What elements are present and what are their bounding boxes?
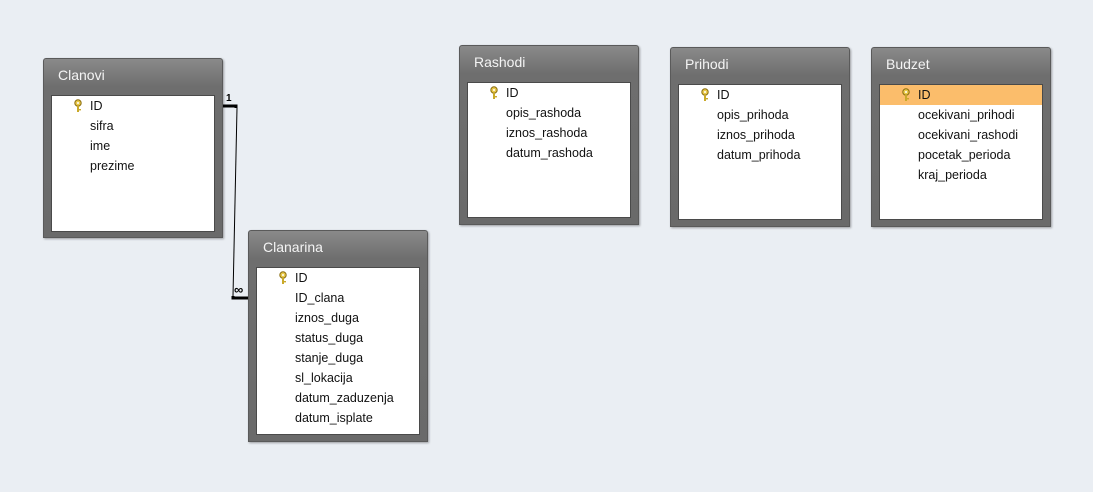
field-label: prezime — [90, 159, 135, 173]
table-budzet-title: Budzet — [886, 56, 930, 72]
field-ime[interactable]: ime — [52, 136, 214, 156]
field-id-clana[interactable]: ID_clana — [257, 288, 419, 308]
field-label: kraj_perioda — [918, 168, 987, 182]
table-rashodi[interactable]: Rashodi ID opis_rashoda iznos_rashoda da… — [459, 45, 639, 225]
field-label: iznos_prihoda — [717, 128, 795, 142]
table-budzet-fields: ID ocekivani_prihodi ocekivani_rashodi p… — [879, 84, 1043, 220]
field-id[interactable]: ID — [52, 96, 214, 116]
field-label: opis_rashoda — [506, 106, 582, 120]
field-pocetak-perioda[interactable]: pocetak_perioda — [880, 145, 1042, 165]
field-id[interactable]: ID — [257, 268, 419, 288]
field-iznos-duga[interactable]: iznos_duga — [257, 308, 419, 328]
field-label: ocekivani_prihodi — [918, 108, 1015, 122]
field-id[interactable]: ID — [880, 85, 1042, 105]
field-kraj-perioda[interactable]: kraj_perioda — [880, 165, 1042, 185]
table-rashodi-title: Rashodi — [474, 54, 526, 70]
field-label: ocekivani_rashodi — [918, 128, 1019, 142]
key-icon — [902, 88, 910, 101]
field-ocekivani-rashodi[interactable]: ocekivani_rashodi — [880, 125, 1042, 145]
key-icon — [490, 86, 498, 99]
relationship-one-label: 1 — [226, 93, 232, 104]
field-opis-prihoda[interactable]: opis_prihoda — [679, 105, 841, 125]
key-icon — [74, 99, 82, 112]
field-label: ID — [295, 271, 308, 285]
field-id[interactable]: ID — [679, 85, 841, 105]
field-label: datum_zaduzenja — [295, 391, 394, 405]
field-label: ID_clana — [295, 291, 345, 305]
field-label: sl_lokacija — [295, 371, 353, 385]
table-rashodi-fields: ID opis_rashoda iznos_rashoda datum_rash… — [467, 82, 631, 218]
table-budzet[interactable]: Budzet ID ocekivani_prihodi ocekivani_ra… — [871, 47, 1051, 227]
table-prihodi-fields: ID opis_prihoda iznos_prihoda datum_prih… — [678, 84, 842, 220]
table-clanarina[interactable]: Clanarina ID ID_clana iznos_duga status_… — [248, 230, 428, 442]
key-icon — [279, 271, 287, 284]
field-datum-zaduzenja[interactable]: datum_zaduzenja — [257, 388, 419, 408]
field-label: iznos_rashoda — [506, 126, 588, 140]
table-clanovi-title: Clanovi — [58, 67, 105, 83]
field-label: status_duga — [295, 331, 364, 345]
field-label: iznos_duga — [295, 311, 359, 325]
field-label: datum_prihoda — [717, 148, 801, 162]
table-clanovi-fields: ID sifra ime prezime — [51, 95, 215, 232]
field-label: ID — [90, 99, 103, 113]
table-clanarina-title: Clanarina — [263, 239, 323, 255]
field-sifra[interactable]: sifra — [52, 116, 214, 136]
field-sl-lokacija[interactable]: sl_lokacija — [257, 368, 419, 388]
field-datum-prihoda[interactable]: datum_prihoda — [679, 145, 841, 165]
field-label: ime — [90, 139, 111, 153]
field-label: datum_rashoda — [506, 146, 593, 160]
field-opis-rashoda[interactable]: opis_rashoda — [468, 103, 630, 123]
table-prihodi-title: Prihodi — [685, 56, 729, 72]
table-clanovi[interactable]: Clanovi ID sifra ime prezime — [43, 58, 223, 238]
field-status-duga[interactable]: status_duga — [257, 328, 419, 348]
field-datum-rashoda[interactable]: datum_rashoda — [468, 143, 630, 163]
key-icon — [701, 88, 709, 101]
field-ocekivani-prihodi[interactable]: ocekivani_prihodi — [880, 105, 1042, 125]
field-label: ID — [918, 88, 931, 102]
field-label: pocetak_perioda — [918, 148, 1011, 162]
field-iznos-prihoda[interactable]: iznos_prihoda — [679, 125, 841, 145]
field-label: stanje_duga — [295, 351, 364, 365]
field-iznos-rashoda[interactable]: iznos_rashoda — [468, 123, 630, 143]
table-prihodi[interactable]: Prihodi ID opis_prihoda iznos_prihoda da… — [670, 47, 850, 227]
table-clanarina-fields: ID ID_clana iznos_duga status_duga stanj… — [256, 267, 420, 435]
field-label: sifra — [90, 119, 114, 133]
field-prezime[interactable]: prezime — [52, 156, 214, 176]
field-stanje-duga[interactable]: stanje_duga — [257, 348, 419, 368]
field-datum-isplate[interactable]: datum_isplate — [257, 408, 419, 428]
field-label: ID — [717, 88, 730, 102]
field-label: ID — [506, 86, 519, 100]
field-label: opis_prihoda — [717, 108, 789, 122]
field-id[interactable]: ID — [468, 83, 630, 103]
relationship-many-label: ∞ — [234, 282, 244, 297]
field-label: datum_isplate — [295, 411, 373, 425]
